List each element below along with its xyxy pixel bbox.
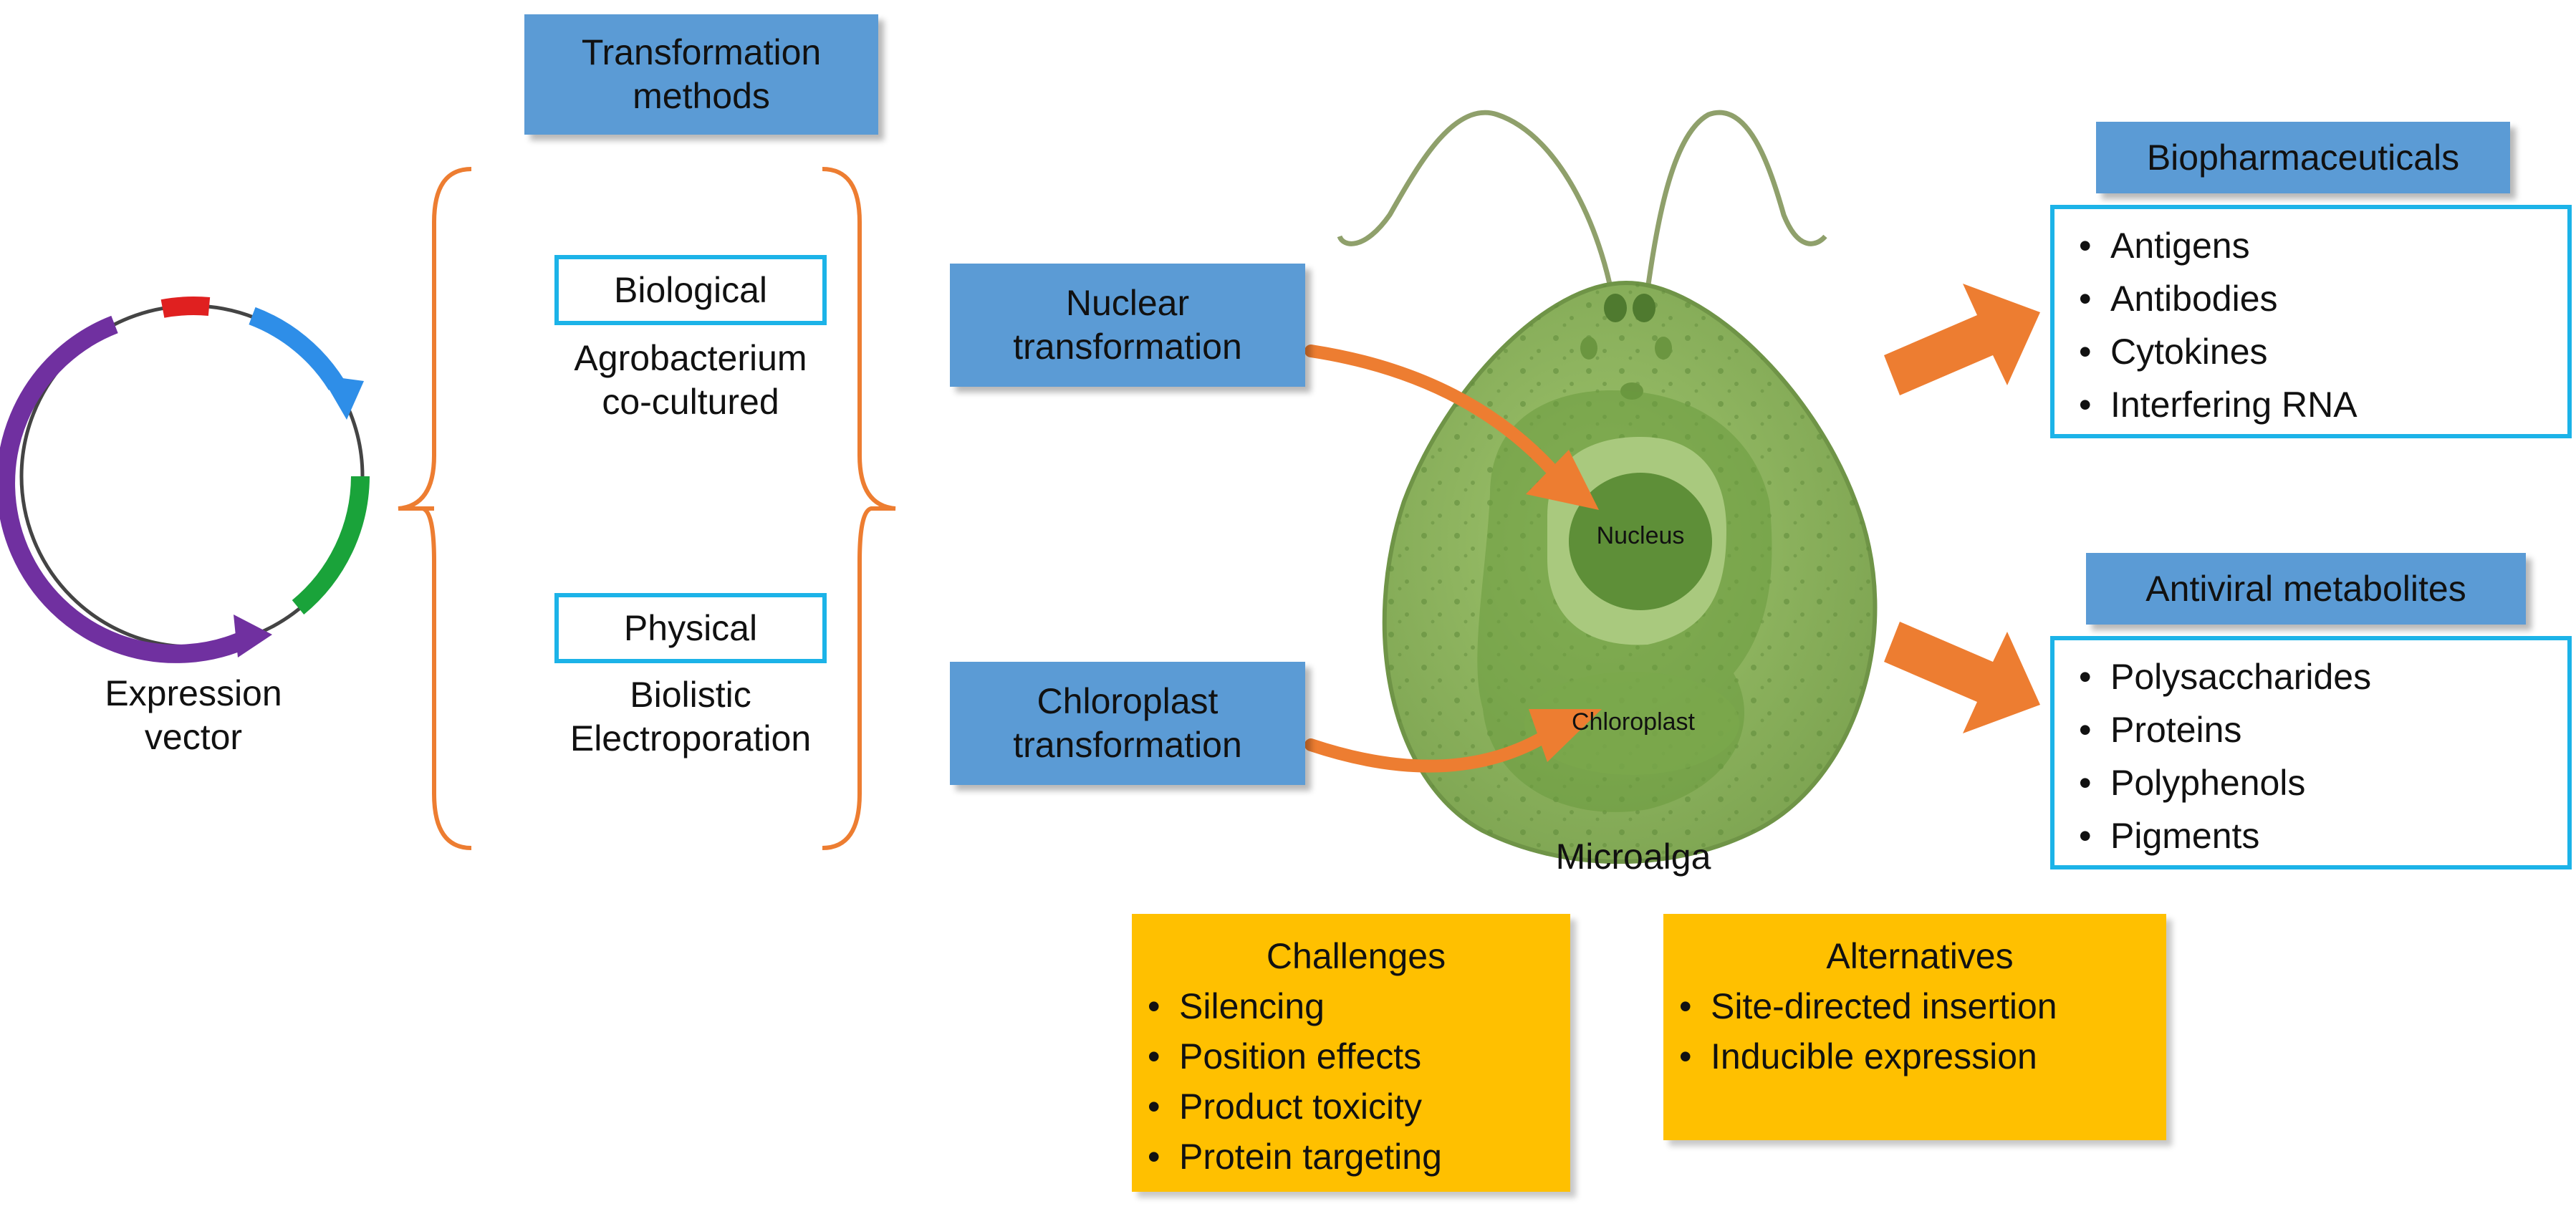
expression-vector-line1: Expression xyxy=(105,673,282,713)
microalga-cell-icon xyxy=(1337,110,1878,864)
list-item: Proteins xyxy=(2073,703,2567,756)
biological-method-line1: Agrobacterium xyxy=(574,338,807,378)
list-item: Antibodies xyxy=(2073,272,2567,325)
method-brackets xyxy=(398,167,896,850)
chloroplast-transformation-line1: Chloroplast xyxy=(1037,681,1219,721)
physical-label-box: Physical xyxy=(554,593,827,663)
antiviral-list-box: Polysaccharides Proteins Polyphenols Pig… xyxy=(2050,636,2572,869)
list-item: Protein targeting xyxy=(1142,1132,1570,1182)
physical-label: Physical xyxy=(623,608,758,648)
biological-label: Biological xyxy=(613,270,767,310)
list-item: Antigens xyxy=(2073,219,2567,272)
transformation-arrows xyxy=(1304,344,1561,773)
antiviral-title: Antiviral metabolites xyxy=(2145,568,2466,609)
chloroplast-arrow xyxy=(1304,724,1561,773)
challenges-list: Silencing Position effects Product toxic… xyxy=(1142,981,1570,1182)
right-bracket xyxy=(822,167,896,850)
physical-method-line1: Biolistic xyxy=(630,675,751,715)
list-item: Inducible expression xyxy=(1673,1031,2166,1081)
transformation-methods-header: Transformation methods xyxy=(524,14,878,135)
list-item: Cytokines xyxy=(2073,325,2567,378)
biopharmaceuticals-title: Biopharmaceuticals xyxy=(2146,137,2460,178)
left-bracket xyxy=(398,167,472,850)
biological-methods: Agrobacterium co-cultured xyxy=(473,337,908,424)
biopharmaceuticals-header: Biopharmaceuticals xyxy=(2096,122,2510,193)
chloroplast-arrowhead xyxy=(1529,709,1602,762)
chloroplast-transformation-line2: transformation xyxy=(1013,725,1242,765)
nuclear-arrowhead xyxy=(1526,450,1599,510)
nuclear-arrow xyxy=(1304,344,1561,479)
antiviral-list: Polysaccharides Proteins Polyphenols Pig… xyxy=(2073,650,2567,862)
list-item: Site-directed insertion xyxy=(1673,981,2166,1031)
biopharmaceuticals-list-box: Antigens Antibodies Cytokines Interferin… xyxy=(2050,205,2572,438)
biopharma-block-arrow xyxy=(1884,284,2040,395)
antiviral-header: Antiviral metabolites xyxy=(2086,553,2526,625)
nucleus-label: Nucleus xyxy=(1596,522,1685,549)
biological-label-box: Biological xyxy=(554,255,827,325)
list-item: Position effects xyxy=(1142,1031,1570,1081)
transformation-methods-line2: methods xyxy=(633,76,770,116)
chloroplast-transformation-box: Chloroplast transformation xyxy=(950,662,1305,785)
transformation-methods-line1: Transformation xyxy=(581,32,822,72)
nuclear-transformation-box: Nuclear transformation xyxy=(950,264,1305,387)
alternatives-list: Site-directed insertion Inducible expres… xyxy=(1673,981,2166,1081)
challenges-title: Challenges xyxy=(1266,936,1446,976)
expression-vector-label: Expression vector xyxy=(72,672,315,759)
physical-method-line2: Electroporation xyxy=(569,718,812,758)
alternatives-title: Alternatives xyxy=(1826,936,2014,976)
chloroplast-label: Chloroplast xyxy=(1572,708,1695,736)
list-item: Silencing xyxy=(1142,981,1570,1031)
list-item: Interfering RNA xyxy=(2073,378,2567,431)
list-item: Polysaccharides xyxy=(2073,650,2567,703)
alternatives-box: Alternatives Site-directed insertion Ind… xyxy=(1663,914,2166,1140)
list-item: Polyphenols xyxy=(2073,756,2567,809)
biological-method-line2: co-cultured xyxy=(602,382,779,422)
list-item: Product toxicity xyxy=(1142,1081,1570,1132)
microalga-caption: Microalga xyxy=(1555,837,1711,877)
challenges-box: Challenges Silencing Position effects Pr… xyxy=(1132,914,1570,1192)
biopharmaceuticals-list: Antigens Antibodies Cytokines Interferin… xyxy=(2073,219,2567,431)
nuclear-transformation-line1: Nuclear xyxy=(1065,283,1190,323)
nuclear-transformation-line2: transformation xyxy=(1013,327,1242,367)
physical-methods: Biolistic Electroporation xyxy=(473,673,908,761)
list-item: Pigments xyxy=(2073,809,2567,862)
expression-vector-line2: vector xyxy=(144,717,243,757)
plasmid-icon xyxy=(0,297,370,663)
antiviral-block-arrow xyxy=(1884,622,2040,733)
